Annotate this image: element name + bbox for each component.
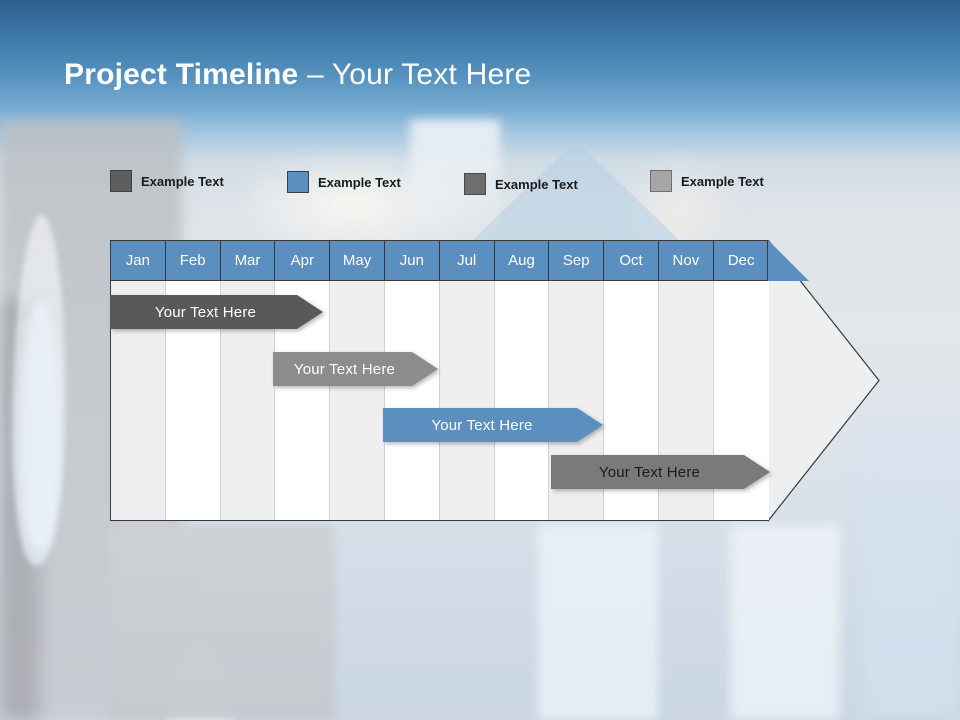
legend-item-3[interactable]: Example Text	[464, 173, 578, 195]
month-header-apr[interactable]: Apr	[275, 241, 331, 280]
timeline-body	[110, 281, 769, 521]
background-stripe-two	[730, 525, 840, 720]
timeline-column-jul	[439, 281, 495, 520]
legend-label-4: Example Text	[681, 173, 764, 189]
month-header-jun[interactable]: Jun	[385, 241, 440, 280]
background-stripe-one	[538, 525, 658, 720]
month-header-may[interactable]: May	[330, 241, 385, 280]
task-bar-label-3: Your Text Here	[431, 416, 533, 434]
month-header-jul[interactable]: Jul	[440, 241, 495, 280]
task-bar-label-2: Your Text Here	[293, 360, 396, 378]
slide-title-light: – Your Text Here	[298, 58, 532, 91]
timeline-arrow-head	[768, 240, 880, 522]
legend-label-2: Example Text	[318, 174, 401, 190]
legend-item-1[interactable]: Example Text	[110, 170, 224, 192]
task-bar-4[interactable]: Your Text Here	[551, 455, 770, 489]
timeline-column-aug	[494, 281, 550, 520]
month-header-aug[interactable]: Aug	[495, 241, 550, 280]
legend-swatch-icon-2	[287, 171, 309, 193]
task-bar-label-1: Your Text Here	[154, 303, 257, 321]
legend-item-4[interactable]: Example Text	[650, 170, 764, 192]
month-header-oct[interactable]: Oct	[604, 241, 659, 280]
background-bottom-panel	[110, 525, 335, 720]
legend-item-2[interactable]: Example Text	[287, 171, 401, 193]
task-bar-1[interactable]: Your Text Here	[110, 295, 323, 329]
task-bar-shape-1	[110, 295, 323, 329]
legend-swatch-icon-1	[110, 170, 132, 192]
legend-label-3: Example Text	[495, 176, 578, 192]
task-bar-3[interactable]: Your Text Here	[383, 408, 603, 442]
legend-swatch-icon-4	[650, 170, 672, 192]
month-header-feb[interactable]: Feb	[166, 241, 221, 280]
timeline-column-may	[330, 281, 385, 520]
month-header-dec[interactable]: Dec	[727, 252, 755, 269]
background-leaf-inner	[20, 300, 60, 550]
month-header-sep[interactable]: Sep	[549, 241, 605, 280]
task-bar-shape-2	[273, 352, 438, 386]
slide-title-strong: Project Timeline	[64, 58, 299, 91]
legend-label-1: Example Text	[141, 173, 224, 189]
task-bar-label-4: Your Text Here	[598, 463, 701, 481]
legend-swatch-icon-3	[464, 173, 486, 195]
month-header-jan[interactable]: Jan	[111, 241, 166, 280]
task-bar-shape-4	[551, 455, 770, 489]
month-header-nov[interactable]: Nov	[659, 241, 714, 280]
timeline-column-jun	[384, 281, 440, 520]
task-bar-2[interactable]: Your Text Here	[273, 352, 438, 386]
slide-title: Project Timeline – Your Text Here	[64, 58, 531, 92]
month-header-mar[interactable]: Mar	[221, 241, 276, 280]
background-stripe-three	[860, 430, 960, 720]
task-bar-shape-3	[383, 408, 603, 442]
